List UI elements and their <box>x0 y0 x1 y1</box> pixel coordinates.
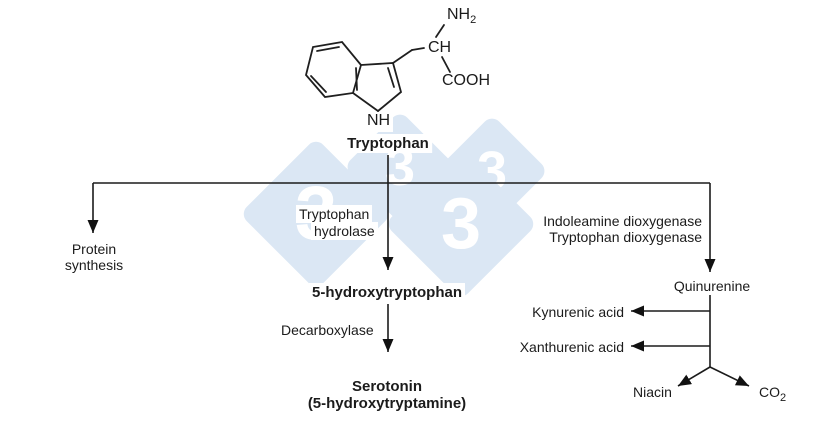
arrow-to-co2 <box>709 366 750 387</box>
quinurenine-label: Quinurenine <box>670 277 754 296</box>
tryptophan-title: Tryptophan <box>344 134 432 154</box>
enzyme-dioxygenase-label: Indoleamine dioxygenase Tryptophan dioxy… <box>540 212 705 247</box>
ch-label: CH <box>425 38 455 59</box>
enzyme-tryptophan-hydrolase-line1: Tryptophan <box>296 205 373 224</box>
five-hydroxytryptophan-label: 5-hydroxytryptophan <box>308 283 466 303</box>
cooh-label: COOH <box>439 71 493 92</box>
arrow-to-niacin <box>677 366 711 387</box>
nh-label: NH <box>364 111 394 132</box>
enzyme-decarboxylase-label: Decarboxylase <box>278 321 377 340</box>
five-hydroxytryptamine-label: (5-hydroxytryptamine) <box>304 394 470 414</box>
serotonin-label: Serotonin <box>349 377 425 397</box>
enzyme-tryptophan-hydrolase-line2: hydrolase <box>311 222 378 241</box>
xanthurenic-acid-label: Xanthurenic acid <box>516 338 627 357</box>
niacin-label: Niacin <box>630 383 675 402</box>
kynurenic-acid-label: Kynurenic acid <box>529 303 627 322</box>
protein-synthesis-label: Protein synthesis <box>61 240 127 275</box>
nh2-label: NH2 <box>444 5 480 28</box>
watermark-digit: 3 <box>440 183 482 264</box>
co2-label: CO2 <box>756 383 790 406</box>
